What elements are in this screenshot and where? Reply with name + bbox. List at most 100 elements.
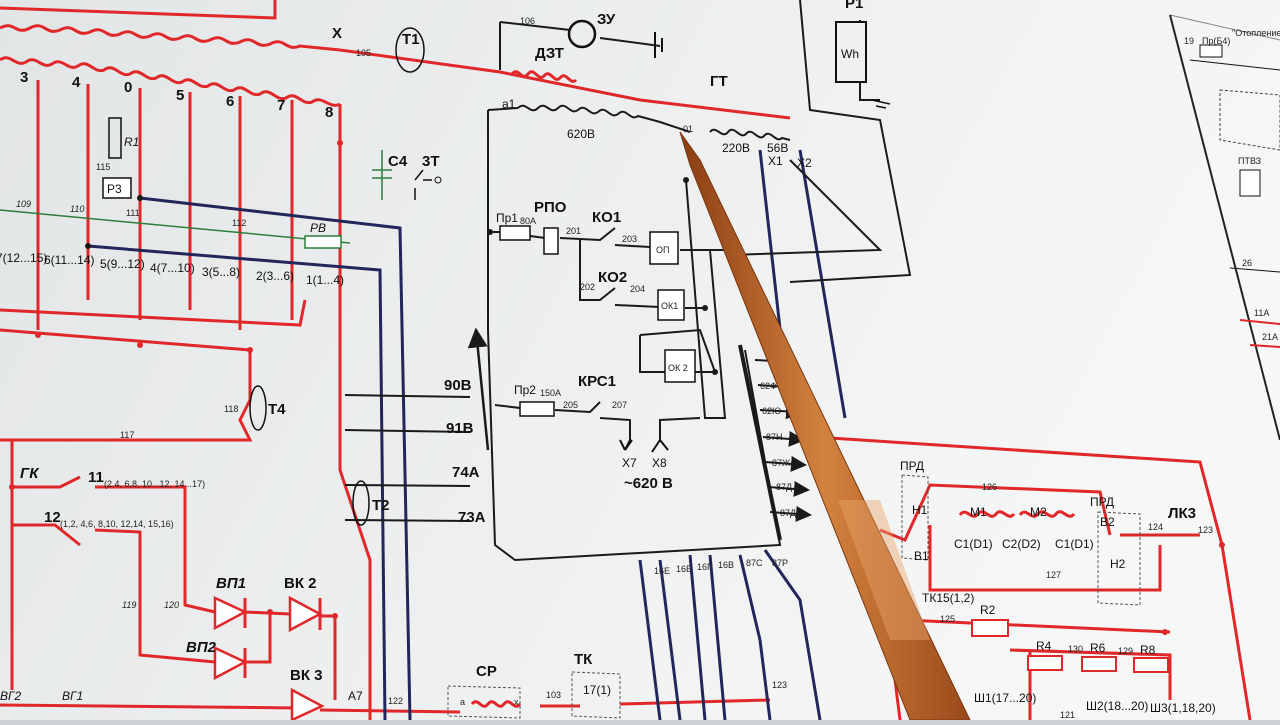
label-56v: 56В	[767, 141, 788, 155]
label-112: 112	[232, 218, 246, 228]
label-127: 127	[1046, 570, 1061, 580]
bottom-bus-label: 16В	[718, 560, 734, 570]
tap-label: 4	[72, 74, 81, 91]
bottom-bus-label: 16Г	[697, 562, 712, 572]
vp2-diode	[213, 646, 248, 681]
label-620v-out: ~620 В	[624, 475, 673, 492]
left-labels: R1 115 Р3 111 109 110 112 РВ С4 3Т 7(12.…	[0, 135, 440, 706]
wh-meter	[835, 21, 867, 83]
bus-label: 87Ж	[772, 458, 791, 468]
label-tk: ТК	[574, 651, 593, 668]
label-106: 106	[520, 16, 535, 26]
label-m2: М2	[1030, 505, 1047, 519]
bus-label: 62Ю	[762, 406, 781, 416]
up-arrow	[467, 327, 490, 451]
rv-relay	[304, 235, 342, 249]
vk2-diode	[288, 595, 323, 633]
label-126: 126	[982, 482, 997, 492]
label-r6: R6	[1090, 641, 1106, 655]
label-12-sub: (1,2, 4,6, 8,10, 12,14, 15,16)	[60, 519, 174, 529]
label-620v: 620В	[567, 127, 595, 141]
bottom-labels: СР ТК 17(1) 103 а х 123	[460, 651, 787, 707]
label-sh2: Ш2(18...20)	[1086, 699, 1148, 713]
label-v1: В1	[914, 549, 929, 563]
green-wiring	[0, 209, 351, 244]
label-115: 115	[96, 162, 110, 172]
label-vg2: ВГ2	[0, 689, 22, 703]
label-pr-b4: Пр(Б4)	[1202, 36, 1230, 46]
label-204: 204	[630, 284, 645, 294]
contact-label: 6(11...14)	[44, 253, 94, 267]
label-11-sub: (2,4, 6,8, 10...12, 14...17)	[104, 479, 205, 489]
label-vk2: ВК 2	[284, 575, 317, 592]
label-109: 109	[16, 199, 31, 209]
tap-label: 7	[277, 97, 285, 114]
label-a1: а1	[502, 97, 516, 111]
rpo-relay-coil	[543, 227, 559, 255]
label-r4: R4	[1036, 639, 1052, 653]
op-coil	[649, 231, 679, 265]
pointer-wrap	[838, 500, 930, 640]
output-label: 74А	[452, 464, 480, 481]
contact-label: 3(5...8)	[202, 265, 240, 279]
label-124: 124	[1148, 522, 1163, 532]
label-c1d1: С1(D1)	[954, 537, 993, 551]
bus-label: 87Д	[780, 508, 796, 518]
label-v2: В2	[1100, 515, 1115, 529]
label-118: 118	[224, 404, 238, 414]
label-n1: Н1	[912, 503, 928, 517]
label-r8: R8	[1140, 643, 1156, 657]
bottom-bus-label: 16Е	[654, 566, 670, 576]
label-12: 12	[44, 509, 61, 526]
label-111: 111	[126, 208, 140, 218]
label-220v: 220В	[722, 141, 750, 155]
ok1-coil	[657, 289, 685, 321]
components	[102, 19, 1280, 722]
label-x1: Х1	[768, 154, 783, 168]
label-3t: 3Т	[422, 153, 440, 170]
label-rpo: РПО	[534, 199, 567, 216]
label-dzt: ДЗТ	[535, 45, 564, 62]
label-x7: Х7	[622, 456, 637, 470]
output-label: 91В	[446, 420, 474, 437]
vp1-diode	[213, 596, 248, 631]
red-wiring	[0, 0, 1252, 721]
label-c2d2: С2(D2)	[1002, 537, 1041, 551]
output-labels: 90В 91В 74А 73А	[444, 377, 486, 526]
label-sh1: Ш1(17...20)	[974, 691, 1036, 705]
label-zu: ЗУ	[597, 11, 616, 28]
tap-label: 5	[176, 87, 184, 104]
label-130: 130	[1068, 644, 1083, 654]
navy-wiring	[87, 149, 847, 721]
label-c4: С4	[388, 153, 408, 170]
label-207: 207	[612, 400, 627, 410]
contact-label: 2(3...6)	[256, 269, 294, 283]
label-205: 205	[563, 400, 578, 410]
label-125: 125	[940, 614, 955, 624]
label-r1: R1	[124, 135, 139, 149]
output-label: 90В	[444, 377, 472, 394]
label-26: 26	[1242, 258, 1252, 268]
label-m1: М1	[970, 505, 987, 519]
label-op: ОП	[656, 245, 669, 255]
label-202: 202	[580, 282, 595, 292]
label-sr: СР	[476, 663, 497, 680]
label-11: 11	[88, 469, 104, 486]
label-gt: ГТ	[710, 73, 728, 90]
label-t1: Т1	[402, 31, 420, 48]
label-rv: РВ	[310, 221, 326, 235]
label-tk17: 17(1)	[583, 683, 611, 697]
bus-label: 62Ф	[760, 381, 777, 391]
contact-label: 7(12...15)	[0, 251, 47, 265]
right-labels: ПРД 126 Н1 М1 М2 ПРД В2 124 ЛК3 123 С1(D…	[900, 459, 1216, 720]
contact-label: 1(1...4)	[306, 273, 344, 287]
label-ops: "Отопление"	[1232, 28, 1280, 38]
label-t4: Т4	[268, 401, 286, 418]
label-203: 203	[622, 234, 637, 244]
bus-label: 87Н	[766, 432, 783, 442]
r3-relay	[102, 177, 132, 199]
label-x: X	[332, 25, 342, 42]
label-r3: Р3	[107, 182, 122, 196]
